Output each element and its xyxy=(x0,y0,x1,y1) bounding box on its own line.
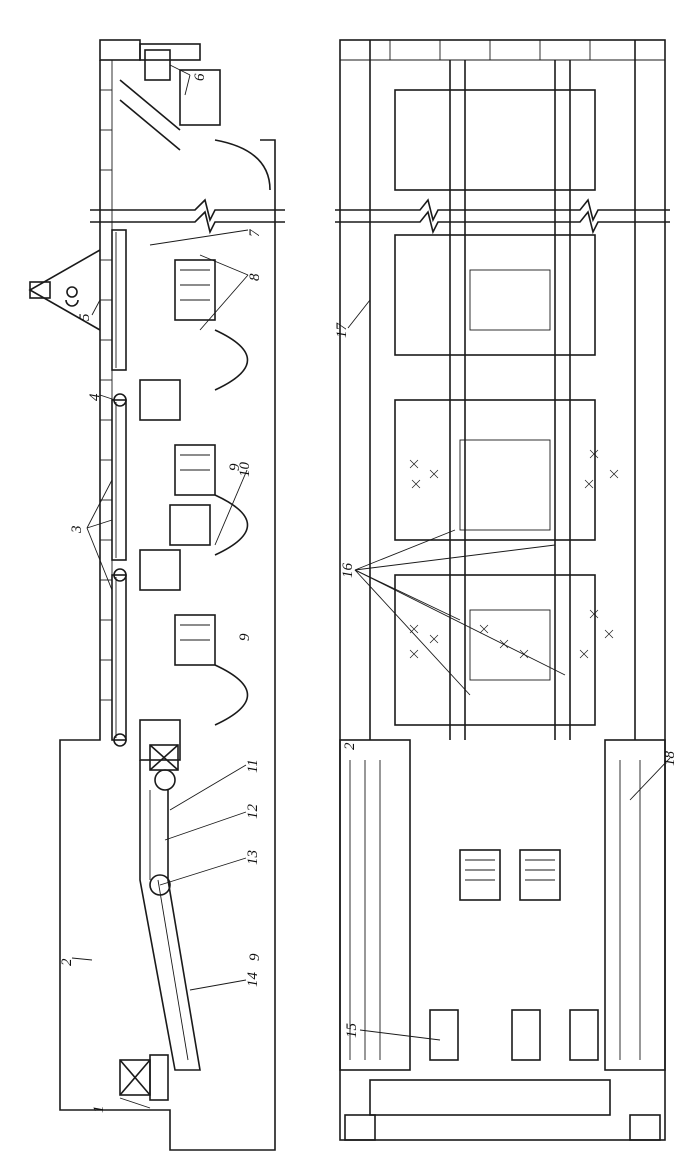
plan-view xyxy=(335,39,670,1141)
break-line xyxy=(90,198,285,223)
label-7: 7 xyxy=(247,228,263,237)
callout-labels: 1 2 2 3 4 5 6 7 8 9 9 9 10 11 12 13 14 1… xyxy=(59,73,678,1113)
label-6: 6 xyxy=(192,73,208,81)
crane xyxy=(28,249,101,331)
cross-frames xyxy=(394,89,596,726)
lower-platform xyxy=(339,739,666,1141)
upper-conveyor xyxy=(111,229,127,747)
label-9: 9 xyxy=(237,633,253,641)
label-18: 18 xyxy=(662,751,678,767)
label-9: 9 xyxy=(247,953,263,961)
label-14: 14 xyxy=(245,972,261,988)
leader-lines xyxy=(71,64,671,1109)
label-13: 13 xyxy=(245,850,261,865)
perforated-panels xyxy=(409,449,619,659)
drive-unit xyxy=(119,49,221,151)
label-15: 15 xyxy=(344,1023,360,1039)
label-12: 12 xyxy=(245,804,261,820)
label-2: 2 xyxy=(59,958,75,966)
label-9: 9 xyxy=(227,463,243,471)
side-elevation-view xyxy=(28,39,285,1151)
vessel-sections xyxy=(139,139,271,761)
label-2: 2 xyxy=(342,742,358,750)
label-10: 10 xyxy=(237,462,253,478)
label-11: 11 xyxy=(245,759,261,773)
label-3: 3 xyxy=(69,526,85,535)
inclined-elevator xyxy=(139,744,201,1071)
label-8: 8 xyxy=(247,273,263,281)
label-1: 1 xyxy=(91,1106,107,1114)
label-5: 5 xyxy=(77,313,93,321)
label-17: 17 xyxy=(334,322,350,339)
label-16: 16 xyxy=(340,563,356,579)
label-4: 4 xyxy=(87,393,103,401)
lower-drive xyxy=(119,1054,169,1101)
